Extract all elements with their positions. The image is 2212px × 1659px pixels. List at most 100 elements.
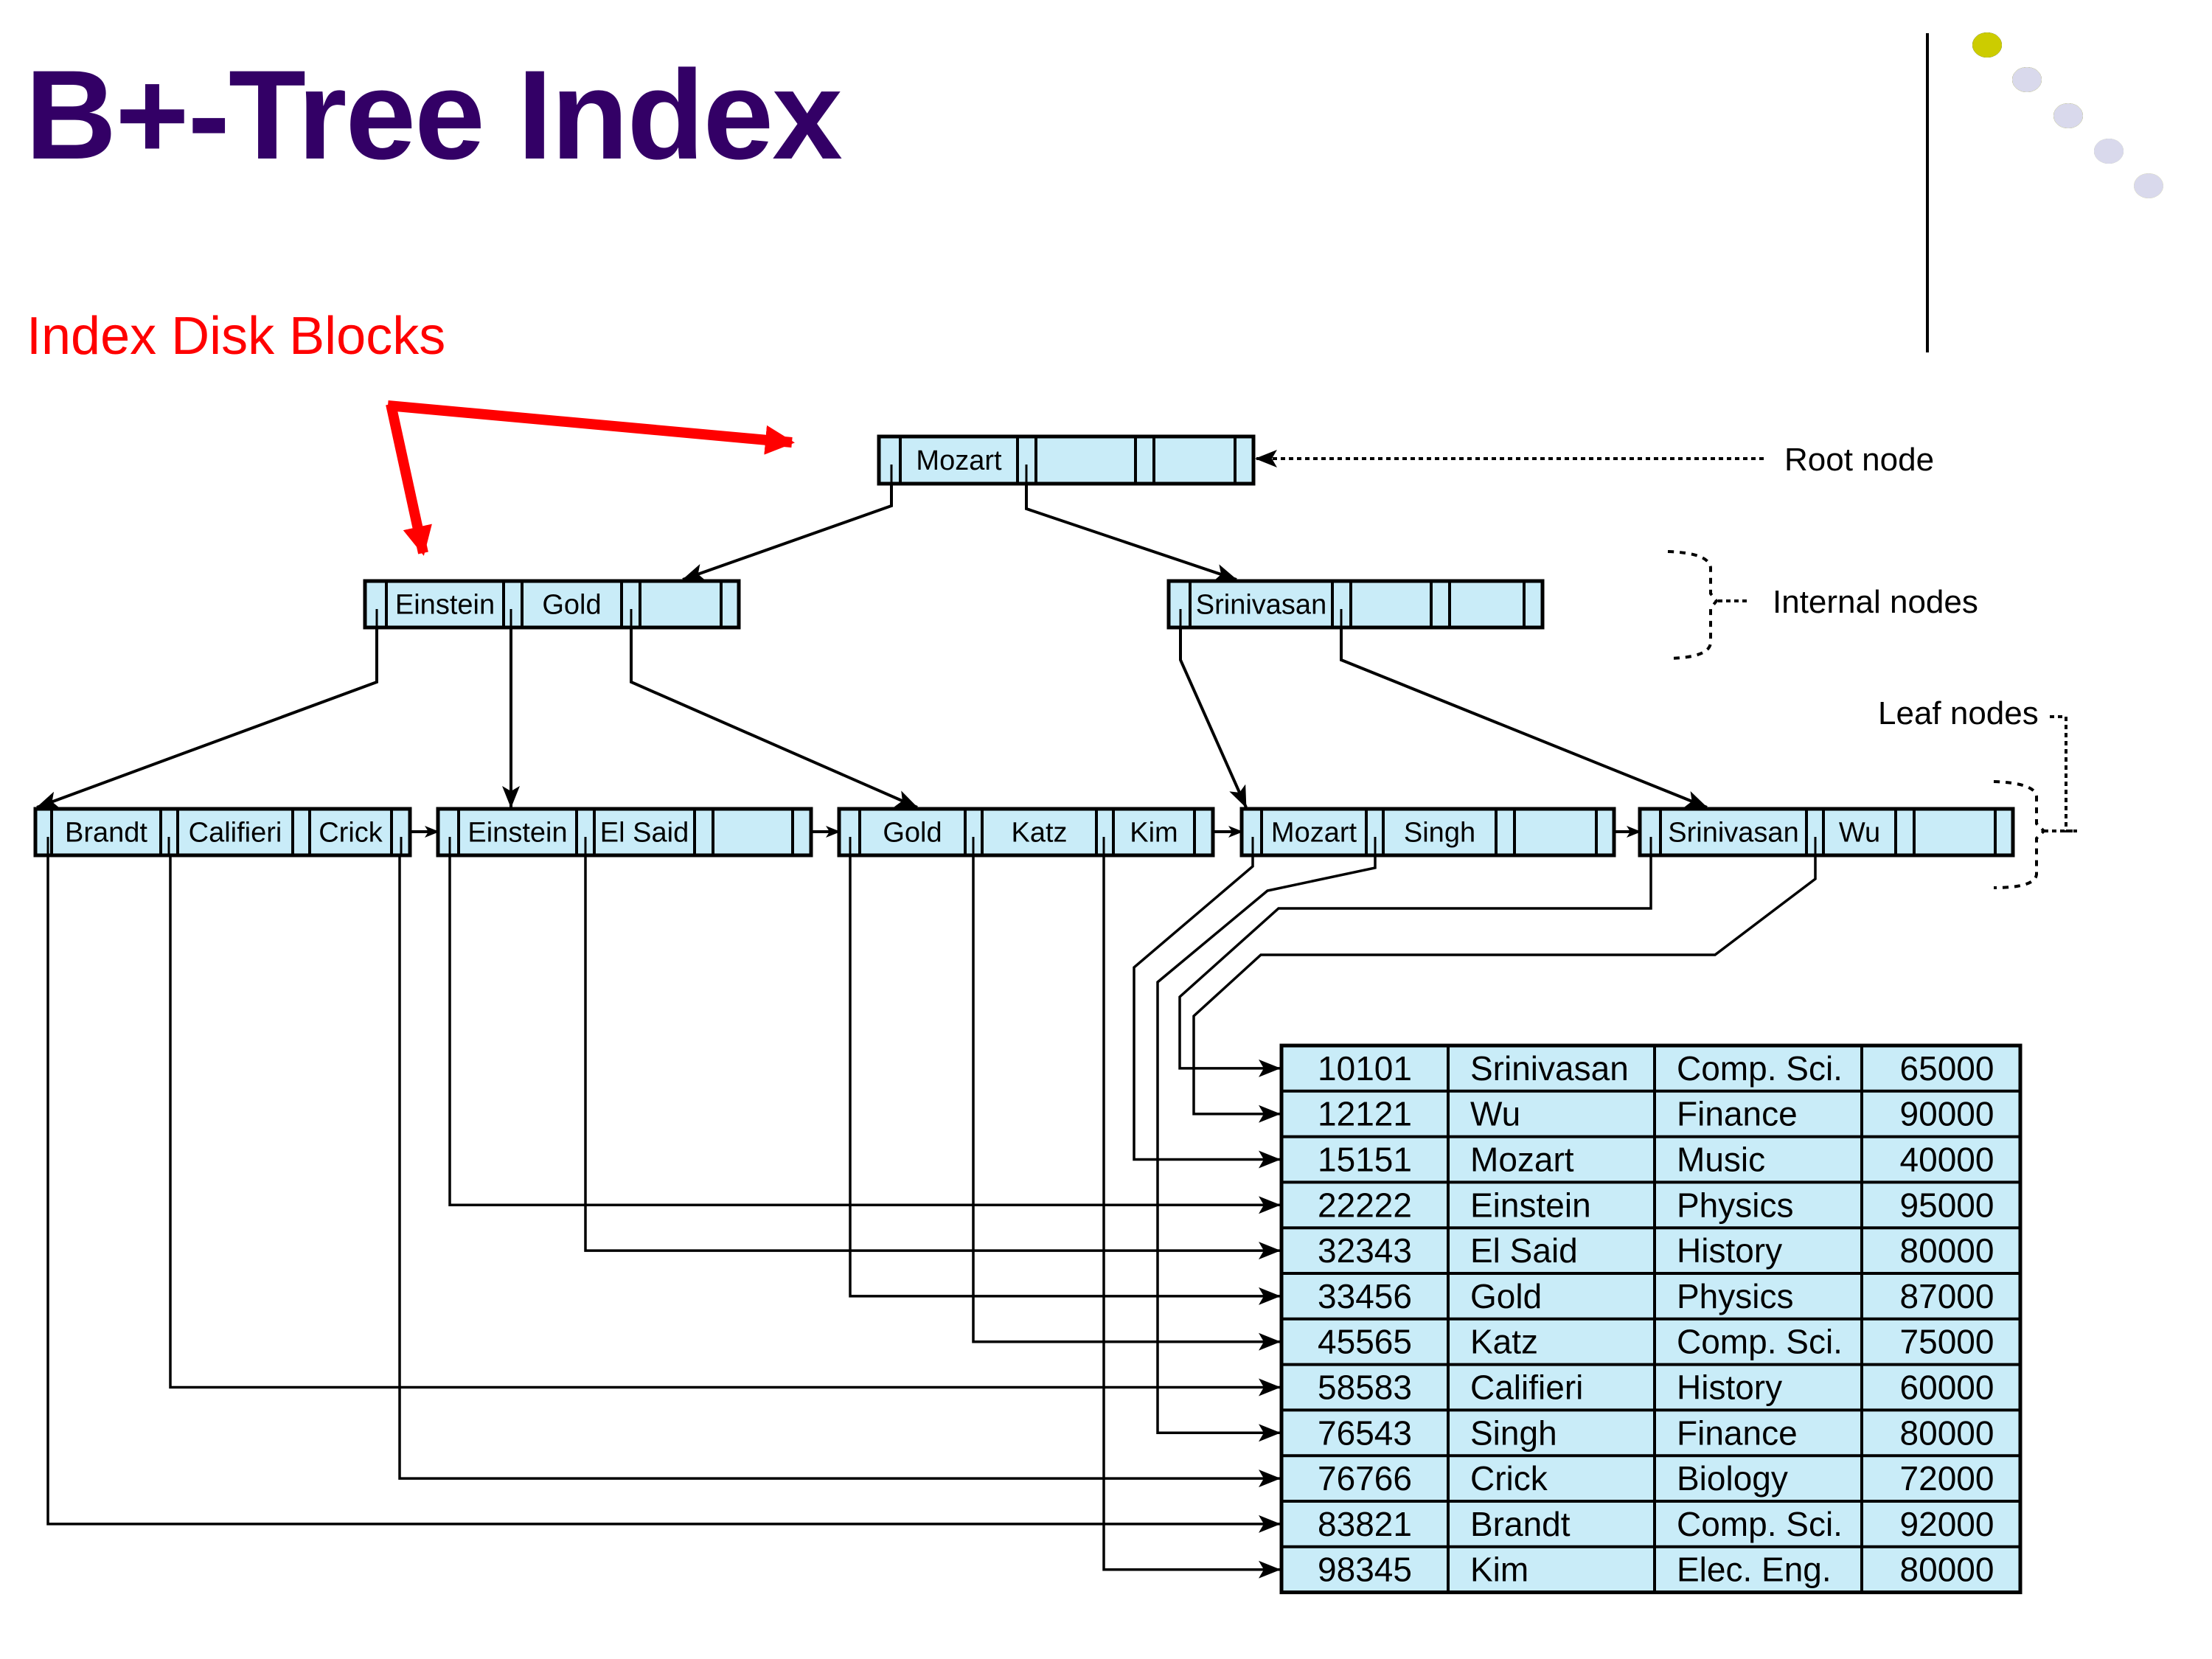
instructor-name-cell: Katz	[1470, 1323, 1538, 1361]
instructor-name-cell: Califieri	[1470, 1368, 1583, 1407]
internal-to-leaf-5	[1340, 627, 1708, 809]
salary-cell: 72000	[1900, 1459, 1994, 1498]
department-cell: Finance	[1677, 1095, 1798, 1133]
root-node-label: Root node	[1784, 442, 1934, 478]
salary-cell: 60000	[1900, 1368, 1994, 1407]
instructor-id-cell: 45565	[1318, 1323, 1412, 1361]
data-pointer-srinivasan	[1178, 855, 1652, 1077]
decorative-dot	[2053, 103, 2083, 128]
node-key: Srinivasan	[1668, 818, 1798, 849]
node-block	[436, 807, 813, 858]
node-key: Gold	[883, 818, 942, 849]
instructor-id-cell: 22222	[1318, 1186, 1412, 1224]
data-pointer-wu	[1192, 855, 1817, 1123]
instructor-name-cell: Einstein	[1470, 1186, 1591, 1224]
root-to-internal-right	[1025, 484, 1237, 582]
data-pointer-gold	[849, 855, 1281, 1305]
salary-cell: 40000	[1900, 1141, 1994, 1179]
internal-to-leaf-4	[1179, 627, 1248, 808]
table-row: 12121 Wu Finance 90000	[1281, 1089, 2020, 1133]
instructor-id-cell: 10101	[1318, 1049, 1412, 1088]
instructor-id-cell: 76543	[1318, 1413, 1412, 1452]
department-cell: Music	[1677, 1141, 1765, 1179]
salary-cell: 65000	[1900, 1049, 1994, 1088]
node-key: Califieri	[189, 818, 282, 849]
node-key: Katz	[1011, 818, 1067, 849]
decorative-dot-grid	[1972, 32, 2163, 198]
salary-cell: 80000	[1900, 1551, 1994, 1589]
leaf-nodes-annotation: Leaf nodes	[1878, 695, 2077, 889]
decorative-dot	[1972, 32, 2002, 58]
instructor-id-cell: 76766	[1318, 1459, 1412, 1498]
node-block	[1166, 579, 1545, 630]
node-key: Einstein	[395, 590, 495, 621]
internal-nodes-brace	[1667, 550, 1719, 660]
decorative-dot	[2134, 173, 2163, 198]
node-block	[1239, 807, 1616, 858]
node-key: Brandt	[65, 818, 147, 849]
node-key: Mozart	[1271, 818, 1357, 849]
department-cell: Comp. Sci.	[1677, 1049, 1843, 1088]
department-cell: Biology	[1677, 1459, 1788, 1498]
decorative-dot	[2094, 139, 2124, 164]
leaf-node: Brandt Califieri Crick	[33, 807, 412, 858]
table-row: 76766 Crick Biology 72000	[1281, 1454, 2020, 1498]
index-disk-blocks-label: Index Disk Blocks	[27, 307, 446, 366]
data-pointer-califieri	[169, 855, 1281, 1397]
node-key: Crick	[319, 818, 383, 849]
instructor-name-cell: Wu	[1470, 1095, 1520, 1133]
instructor-name-cell: Mozart	[1470, 1141, 1574, 1179]
instructor-id-cell: 32343	[1318, 1231, 1412, 1270]
instructor-name-cell: Srinivasan	[1470, 1049, 1629, 1088]
root-node-annotation: Root node	[1255, 442, 1934, 478]
salary-cell: 92000	[1900, 1505, 1994, 1543]
internal-to-leaf-1	[36, 627, 378, 809]
instructor-id-cell: 98345	[1318, 1551, 1412, 1589]
department-cell: Finance	[1677, 1413, 1798, 1452]
root-node: Mozart	[877, 434, 1256, 486]
salary-cell: 95000	[1900, 1186, 1994, 1224]
node-key: Einstein	[467, 818, 567, 849]
instructor-id-cell: 33456	[1318, 1277, 1412, 1315]
department-cell: Comp. Sci.	[1677, 1323, 1843, 1361]
instructor-name-cell: Singh	[1470, 1413, 1557, 1452]
slide-title: B+-Tree Index	[25, 44, 843, 186]
instructor-name-cell: Brandt	[1470, 1505, 1571, 1543]
data-pointer-kim	[1102, 855, 1281, 1579]
department-cell: History	[1677, 1368, 1782, 1407]
internal-node: Srinivasan	[1166, 579, 1545, 630]
salary-cell: 90000	[1900, 1095, 1994, 1133]
data-pointer-katz	[972, 855, 1281, 1351]
instructor-id-cell: 12121	[1318, 1095, 1412, 1133]
node-key: El Said	[600, 818, 689, 849]
node-block	[837, 807, 1215, 858]
instructor-name-cell: Kim	[1470, 1551, 1528, 1589]
node-key: Kim	[1130, 818, 1178, 849]
instructor-id-cell: 83821	[1318, 1505, 1412, 1543]
leaf-node: Einstein El Said	[436, 807, 813, 858]
instructor-name-cell: Crick	[1470, 1459, 1548, 1498]
instructor-name-cell: El Said	[1470, 1231, 1578, 1270]
node-block	[33, 807, 412, 858]
table-row: 83821 Brandt Comp. Sci. 92000	[1281, 1500, 2020, 1543]
root-to-internal-left	[682, 484, 893, 581]
department-cell: Comp. Sci.	[1677, 1505, 1843, 1543]
node-key: Mozart	[916, 445, 1002, 476]
internal-nodes-label: Internal nodes	[1773, 584, 1978, 620]
node-block	[877, 434, 1256, 486]
table-row: 10101 Srinivasan Comp. Sci. 65000	[1318, 1049, 1994, 1088]
node-key: Wu	[1839, 818, 1880, 849]
index-disk-blocks-arrows	[386, 400, 795, 556]
internal-to-leaf-3	[630, 627, 918, 809]
department-cell: History	[1677, 1231, 1782, 1270]
